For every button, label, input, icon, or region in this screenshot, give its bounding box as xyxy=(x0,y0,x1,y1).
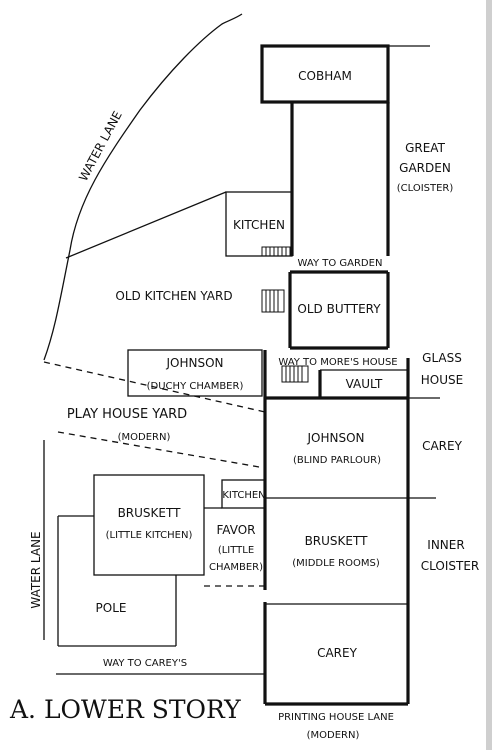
vault-label: VAULT xyxy=(346,377,383,391)
page-edge xyxy=(486,0,492,750)
old-buttery-label: OLD BUTTERY xyxy=(297,302,381,316)
favor-label-2: (LITTLE xyxy=(218,545,254,556)
play-yard-dashed-1 xyxy=(43,361,266,413)
inner-cloister-label-2: CLOISTER xyxy=(421,559,480,573)
bruskett-little-label-2: (LITTLE KITCHEN) xyxy=(106,530,193,541)
play-house-yard-label-1: PLAY HOUSE YARD xyxy=(67,407,187,422)
carey-lower-label: CAREY xyxy=(317,646,358,660)
vault-stairs xyxy=(281,365,309,383)
old-kitchen-yard-label: OLD KITCHEN YARD xyxy=(115,289,232,303)
bruskett-middle-label-2: (MIDDLE ROOMS) xyxy=(292,558,380,569)
small-kitchen-room xyxy=(221,479,266,509)
water-lane-left-label: WATER LANE xyxy=(29,531,43,608)
bruskett-little-kitchen-room xyxy=(93,474,205,576)
cobham-label: COBHAM xyxy=(298,69,352,83)
bruskett-little-label-1: BRUSKETT xyxy=(118,506,182,520)
glass-house-label-1: GLASS xyxy=(422,351,462,365)
kitchen-yard-wall xyxy=(65,191,227,259)
kitchen-small-label: KITCHEN xyxy=(222,490,265,501)
cobham-room xyxy=(260,44,390,104)
johnson-blind-label-1: JOHNSON xyxy=(306,431,364,445)
drawing-title: A. LOWER STORY xyxy=(9,695,241,724)
favor-label-3: CHAMBER) xyxy=(209,562,263,573)
water-lane-boundary xyxy=(43,13,243,361)
water-lane-top-label: WATER LANE xyxy=(76,109,125,184)
inner-cloister-label-1: INNER xyxy=(427,538,464,552)
upper-kitchen-room xyxy=(225,191,293,257)
favor-label-1: FAVOR xyxy=(216,523,255,537)
play-house-yard-label-2: (MODERN) xyxy=(118,432,171,443)
printing-house-lane-label-2: (MODERN) xyxy=(307,730,360,741)
play-yard-dashed-2 xyxy=(57,431,266,469)
great-garden-label-2: GARDEN xyxy=(399,161,451,175)
johnson-duchy-label-1: JOHNSON xyxy=(165,356,223,370)
great-garden-label-3: (CLOISTER) xyxy=(397,183,454,194)
pole-label: POLE xyxy=(96,601,127,615)
buttery-stairs xyxy=(261,289,285,313)
great-garden-label-1: GREAT xyxy=(405,141,445,155)
kitchen-upper-label: KITCHEN xyxy=(233,218,285,232)
way-to-careys-label: WAY TO CAREY'S xyxy=(103,658,187,669)
carey-right-label: CAREY xyxy=(422,439,463,453)
way-to-mores-house-label: WAY TO MORE'S HOUSE xyxy=(278,357,397,368)
way-to-garden-label: WAY TO GARDEN xyxy=(298,258,383,269)
johnson-duchy-label-2: (DUCHY CHAMBER) xyxy=(147,381,244,392)
kitchen-stairs xyxy=(261,246,291,257)
glass-house-label-2: HOUSE xyxy=(421,373,463,387)
printing-house-lane-label-1: PRINTING HOUSE LANE xyxy=(278,712,394,723)
johnson-blind-label-2: (BLIND PARLOUR) xyxy=(293,455,381,466)
bruskett-middle-label-1: BRUSKETT xyxy=(305,534,369,548)
